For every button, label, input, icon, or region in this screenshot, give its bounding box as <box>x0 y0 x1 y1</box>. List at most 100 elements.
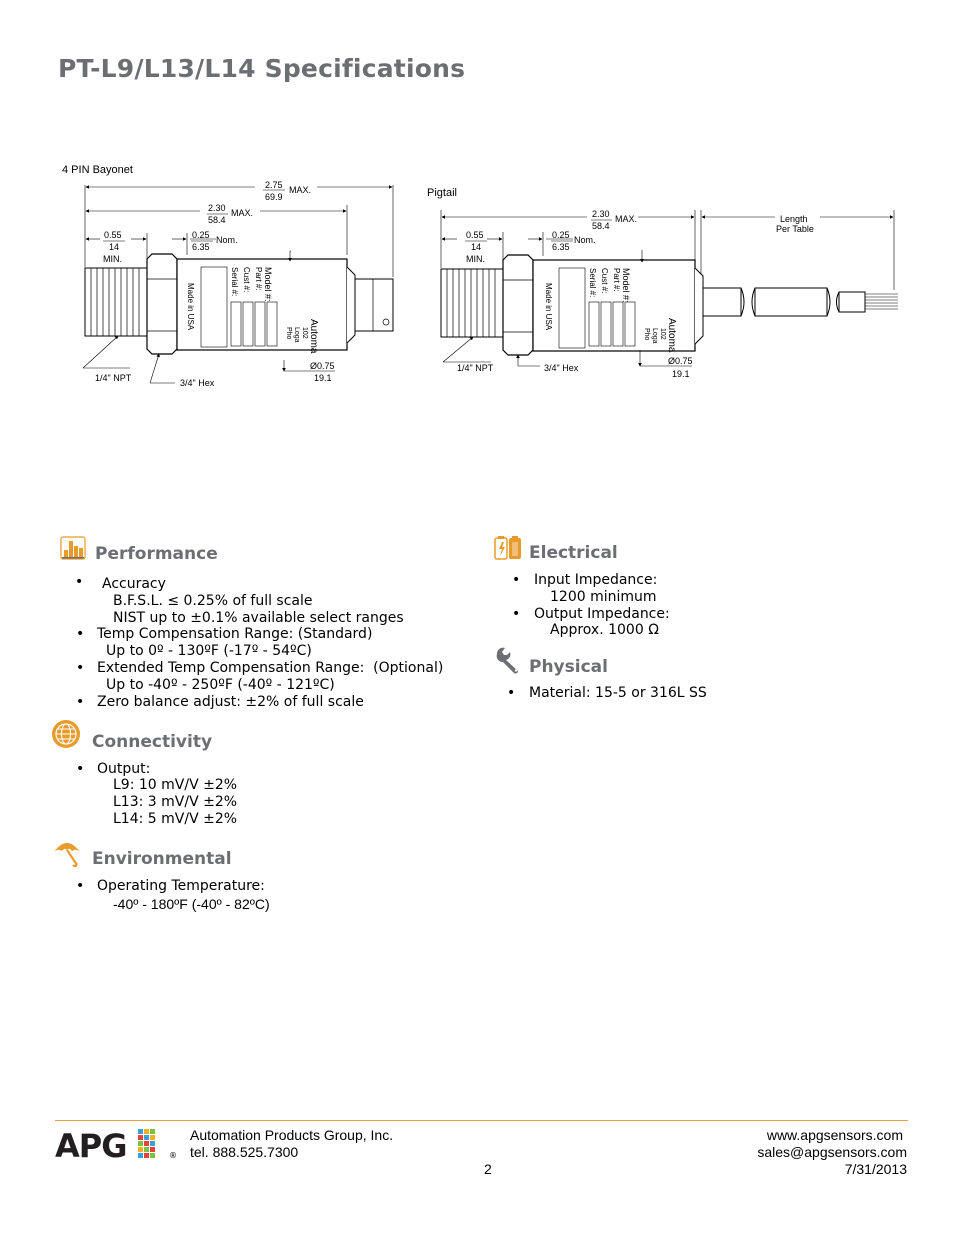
label-dia-mm: 19.1 <box>672 369 690 379</box>
label-l2: Loga <box>293 327 300 343</box>
label-made: Made in USA <box>186 283 195 331</box>
dim-text: MIN. <box>103 254 122 264</box>
bullet: • <box>76 761 85 777</box>
l14-text: L14: 5 mV/V ±2% <box>113 811 238 827</box>
label-made: Made in USA <box>544 283 553 331</box>
bar-chart-icon <box>60 536 86 560</box>
dim-text: 2.75 <box>265 180 283 190</box>
apg-logo: APG ® <box>55 1127 180 1167</box>
output-impedance-text: Output Impedance: <box>534 606 670 622</box>
dim-text: Nom. <box>574 235 596 245</box>
logo-grid-icon <box>138 1129 155 1158</box>
electrical-heading: Electrical <box>529 543 618 563</box>
label-dia-mm: 19.1 <box>314 373 332 383</box>
label-part: Part #: <box>612 268 621 292</box>
bullet: • <box>507 685 516 701</box>
connectivity-heading: Connectivity <box>92 732 213 752</box>
dim-text: 6.35 <box>552 242 570 252</box>
label-auto: Automa <box>666 318 677 353</box>
bullet: • <box>512 606 521 622</box>
email-link[interactable]: sales@apgsensors.com <box>757 1144 907 1160</box>
dim-text: 58.4 <box>208 215 226 225</box>
label-npt: 1/4" NPT <box>95 373 132 383</box>
diagram-title: 4 PIN Bayonet <box>62 164 133 176</box>
telephone: tel. 888.525.7300 <box>190 1144 299 1160</box>
dim-text: Nom. <box>216 235 238 245</box>
dim-text: MAX. <box>615 214 637 224</box>
bullet: • <box>76 878 85 894</box>
nist-text: NIST up to ±0.1% available select ranges <box>113 610 404 626</box>
dim-text: 0.25 <box>192 230 210 240</box>
dim-text: Length <box>780 214 808 224</box>
logo-text: APG <box>55 1127 127 1165</box>
ext-temp-value: Up to -40º - 250ºF (-40º - 121ºC) <box>106 677 335 693</box>
temp-comp-value: Up to 0º - 130ºF (-17º - 54ºC) <box>106 643 312 659</box>
dim-text: MAX. <box>289 185 311 195</box>
l9-text: L9: 10 mV/V ±2% <box>113 777 238 793</box>
output-text: Output: <box>97 761 151 777</box>
label-dia: Ø0.75 <box>310 361 335 371</box>
input-impedance-value: 1200 minimum <box>550 589 657 605</box>
dim-text: MIN. <box>466 254 485 264</box>
bullet: • <box>76 660 85 676</box>
label-npt: 1/4" NPT <box>457 363 494 373</box>
dim-text: 58.4 <box>592 221 610 231</box>
physical-heading: Physical <box>529 657 608 677</box>
bullet: • <box>75 574 84 590</box>
dim-text: 14 <box>471 242 481 252</box>
bfsl-text: B.F.S.L. ≤ 0.25% of full scale <box>113 593 313 609</box>
input-impedance-text: Input Impedance: <box>534 572 658 588</box>
label-cust: Cust #: <box>242 267 251 292</box>
footer-divider <box>55 1120 908 1121</box>
umbrella-icon <box>54 843 80 867</box>
label-l3: Pho <box>285 327 292 340</box>
label-dia: Ø0.75 <box>668 356 693 366</box>
bullet: • <box>512 572 521 588</box>
dim-text: 2.30 <box>592 209 610 219</box>
operating-temp-value: -40º - 180ºF (-40º - 82ºC) <box>113 896 270 912</box>
dim-text: 0.25 <box>552 230 570 240</box>
dim-text: 14 <box>109 242 119 252</box>
diagram-title: Pigtail <box>427 187 457 199</box>
dim-text: 0.55 <box>104 230 122 240</box>
battery-icon <box>494 536 521 560</box>
accuracy-text: Accuracy <box>102 576 166 592</box>
wrench-icon <box>496 647 518 674</box>
label-serial: Serial #: <box>588 268 597 297</box>
label-auto: Automa <box>308 319 319 354</box>
label-l2: Loga <box>651 328 658 344</box>
material-text: Material: 15-5 or 316L SS <box>529 685 707 701</box>
label-hex: 3/4" Hex <box>544 363 579 373</box>
output-impedance-value: Approx. 1000 Ω <box>550 622 659 638</box>
label-l1: 102 <box>301 327 308 339</box>
company-name: Automation Products Group, Inc. <box>190 1127 394 1143</box>
date: 7/31/2013 <box>844 1161 907 1177</box>
page-number: 2 <box>484 1161 492 1177</box>
zero-balance-text: Zero balance adjust: ±2% of full scale <box>97 694 364 710</box>
globe-icon <box>52 720 80 748</box>
environmental-heading: Environmental <box>92 849 232 869</box>
dim-text: 69.9 <box>265 192 283 202</box>
label-l3: Pho <box>643 328 650 341</box>
bullet: • <box>76 694 85 710</box>
pigtail-diagram: Pigtail 2.30 58.4 MAX. Length Per Table … <box>427 187 898 379</box>
label-model: Model #: <box>621 268 631 303</box>
performance-heading: Performance <box>95 544 218 564</box>
dim-text: Per Table <box>776 224 814 234</box>
dim-text: 2.30 <box>208 203 226 213</box>
label-cust: Cust #: <box>600 268 609 293</box>
label-l1: 102 <box>659 328 666 340</box>
bullet: • <box>76 626 85 642</box>
temp-comp-text: Temp Compensation Range: (Standard) <box>97 626 373 642</box>
l13-text: L13: 3 mV/V ±2% <box>113 794 238 810</box>
dim-text: MAX. <box>231 208 253 218</box>
bayonet-diagram: 4 PIN Bayonet 2.75 69.9 MAX. 2.30 58.4 M… <box>62 164 394 388</box>
label-part: Part #: <box>254 267 263 291</box>
registered-mark: ® <box>169 1151 177 1160</box>
page-title: PT-L9/L13/L14 Specifications <box>58 54 466 83</box>
label-model: Model #: <box>263 267 273 302</box>
operating-temp-text: Operating Temperature: <box>97 878 265 894</box>
website-link[interactable]: www.apgsensors.com <box>766 1127 903 1143</box>
label-serial: Serial #: <box>230 267 239 296</box>
label-hex: 3/4" Hex <box>180 378 215 388</box>
